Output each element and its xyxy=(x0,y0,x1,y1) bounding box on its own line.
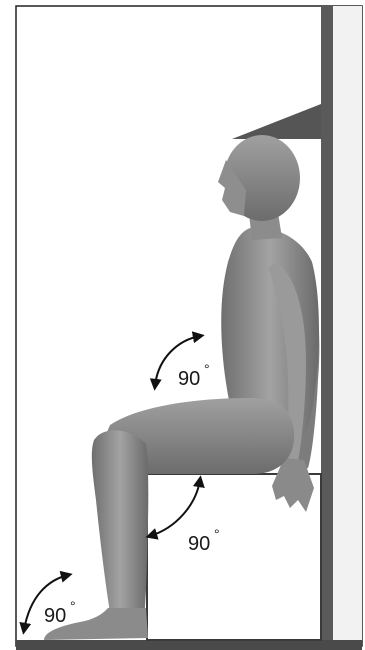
hip-angle-unit: ° xyxy=(204,361,210,377)
floor xyxy=(16,640,362,650)
hip-angle-value: 90 xyxy=(178,368,200,390)
ankle-angle-value: 90 xyxy=(44,605,66,627)
ankle-angle-unit: ° xyxy=(70,598,76,614)
right-panel xyxy=(332,6,362,646)
knee-angle-value: 90 xyxy=(188,533,210,555)
wall-shelf xyxy=(232,104,321,139)
wall xyxy=(321,6,333,646)
knee-angle-unit: ° xyxy=(214,526,220,542)
